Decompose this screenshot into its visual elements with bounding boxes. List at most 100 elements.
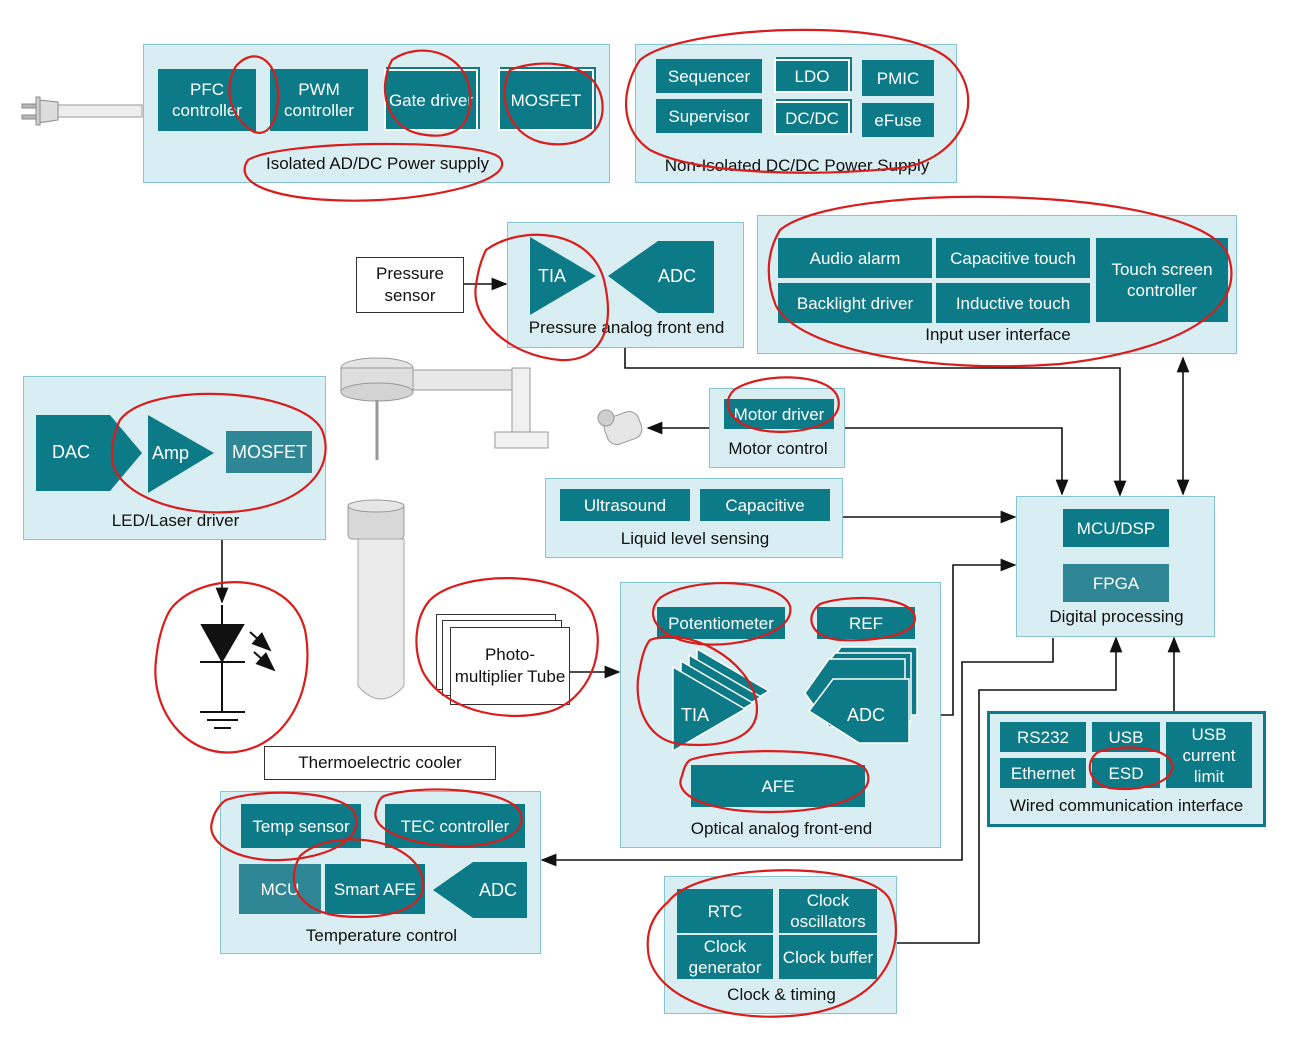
pressure-afe-caption: Pressure analog front end — [528, 318, 725, 337]
thermoelectric-cooler-box[interactable]: Thermoelectric cooler — [264, 746, 496, 780]
annotation-circle-gate — [383, 49, 472, 137]
ldo-block[interactable]: LDO — [774, 59, 850, 93]
rs232-block[interactable]: RS232 — [1000, 722, 1086, 752]
motor-digital-wire — [845, 427, 1069, 496]
fpga-block[interactable]: FPGA — [1063, 564, 1169, 602]
motor-control-panel: Motor driver Motor control — [709, 388, 845, 468]
ultrasound-block[interactable]: Ultrasound — [560, 489, 690, 521]
amp-triangle[interactable] — [148, 415, 214, 493]
motor-icon — [597, 409, 643, 445]
audio-alarm-block[interactable]: Audio alarm — [778, 238, 932, 278]
capacitive-block[interactable]: Capacitive — [700, 489, 830, 521]
annotation-circle-pmt — [415, 577, 599, 718]
clock-timing-caption: Clock & timing — [727, 985, 836, 1004]
pressure-afe-panel: TIA ADC Pressure analog front end — [507, 222, 744, 348]
pressure-to-digital-wire — [624, 348, 1127, 497]
clock-timing-panel: RTC Clock oscillators Clock generator Cl… — [664, 876, 897, 1014]
annotation-circle-ref — [810, 596, 917, 642]
annotation-circle-mosfet — [503, 62, 604, 146]
esd-block[interactable]: ESD — [1092, 758, 1160, 788]
led-driver-panel: DAC Amp MOSFET LED/Laser driver — [23, 376, 326, 540]
photomultiplier-tube-box[interactable]: Photo- multiplier Tube — [450, 627, 570, 705]
temperature-control-caption: Temperature control — [305, 926, 458, 945]
potentiometer-block[interactable]: Potentiometer — [657, 607, 785, 639]
led-amp-label: Amp — [152, 443, 190, 463]
annotation-circle-potentiometer — [652, 581, 792, 646]
wired-comm-caption: Wired communication interface — [1009, 796, 1244, 815]
pressure-afe-shapes — [530, 237, 714, 315]
input-ui-panel: Audio alarm Capacitive touch Touch scree… — [757, 215, 1237, 354]
led-mosfet-label: MOSFET — [232, 442, 307, 462]
annotation-circle-smart-afe — [292, 838, 425, 919]
clock-buffer-block[interactable]: Clock buffer — [779, 935, 877, 979]
annotation-circle-clock — [646, 869, 898, 1018]
rtc-block[interactable]: RTC — [677, 889, 773, 933]
led-dac-label: DAC — [52, 442, 91, 462]
gate-driver-block[interactable]: Gate driver — [384, 69, 478, 131]
temp-adc-shapes — [433, 862, 527, 918]
led-mosfet-rect[interactable] — [226, 431, 312, 473]
input-ui-caption: Input user interface — [925, 325, 1071, 344]
optical-tia-triangle[interactable] — [672, 665, 747, 753]
supervisor-block[interactable]: Supervisor — [656, 99, 762, 133]
capacitive-touch-block[interactable]: Capacitive touch — [936, 238, 1090, 278]
annotation-circle-motor-driver — [726, 376, 840, 433]
digital-temp-wire — [540, 638, 1054, 867]
clock-digital-wire — [897, 636, 1123, 944]
pipette-arm-icon — [340, 357, 549, 460]
motor-control-caption: Motor control — [728, 439, 828, 458]
tec-controller-block[interactable]: TEC controller — [385, 804, 525, 848]
annotation-circle-esd — [1088, 746, 1174, 791]
wired-comm-panel: RS232 USB USB current limit Ethernet ESD… — [987, 711, 1266, 827]
pmic-block[interactable]: PMIC — [862, 60, 934, 96]
led-diode-icon — [200, 605, 276, 729]
test-tube-icon — [347, 499, 405, 700]
dcdc-block[interactable]: DC/DC — [774, 101, 850, 135]
optical-digital-wire — [941, 558, 1017, 716]
adc-shape[interactable] — [608, 241, 714, 313]
annotation-circle-pfc — [228, 55, 280, 134]
liquid-level-caption: Liquid level sensing — [620, 529, 770, 548]
optical-adc-label: ADC — [847, 705, 886, 725]
optical-afe-caption: Optical analog front-end — [690, 819, 873, 838]
pwm-controller-block[interactable]: PWM controller — [270, 69, 368, 131]
annotation-circle-pressure-tia — [474, 233, 609, 362]
optical-afe-shapes — [672, 646, 918, 753]
annotation-circle-tec-controller — [374, 788, 523, 848]
temperature-control-panel: Temp sensor TEC controller MCU Smart AFE… — [220, 791, 541, 954]
temp-adc-label: ADC — [479, 880, 518, 900]
annotation-circle-led — [154, 581, 309, 754]
pressure-sensor-box[interactable]: Pressure sensor — [356, 257, 464, 313]
touch-screen-controller-block[interactable]: Touch screen controller — [1096, 238, 1228, 322]
annotation-circle-optical-tia — [636, 635, 759, 747]
pressure-tia-label: TIA — [538, 266, 567, 286]
annotation-circle-temp-sensor — [210, 791, 358, 862]
led-driver-caption: LED/Laser driver — [111, 511, 240, 530]
annotation-circle-led-amp — [110, 392, 327, 514]
annotation-circle-input-ui — [767, 195, 1233, 368]
annotation-circle-afe — [679, 750, 870, 814]
ethernet-block[interactable]: Ethernet — [1000, 758, 1086, 788]
optical-adc-shape[interactable] — [807, 678, 910, 744]
efuse-block[interactable]: eFuse — [862, 103, 934, 137]
sequencer-block[interactable]: Sequencer — [656, 59, 762, 93]
mosfet-block[interactable]: MOSFET — [498, 69, 594, 131]
ref-block[interactable]: REF — [817, 607, 915, 639]
backlight-driver-block[interactable]: Backlight driver — [778, 283, 932, 323]
clock-generator-block[interactable]: Clock generator — [677, 935, 773, 979]
pressure-adc-label: ADC — [658, 266, 697, 286]
afe-block[interactable]: AFE — [691, 765, 865, 807]
digital-processing-panel: MCU/DSP FPGA Digital processing — [1016, 496, 1215, 637]
temp-adc-shape[interactable] — [433, 862, 527, 918]
usb-current-limit-block[interactable]: USB current limit — [1166, 722, 1252, 788]
tia-triangle[interactable] — [530, 237, 596, 315]
isolated-power-caption: Isolated AD/DC Power supply — [266, 154, 489, 173]
smart-afe-block[interactable]: Smart AFE — [325, 864, 425, 914]
digital-processing-caption: Digital processing — [1049, 607, 1184, 626]
inductive-touch-block[interactable]: Inductive touch — [936, 283, 1090, 323]
annotation-circle-nonisolated — [624, 28, 970, 174]
mcu-dsp-block[interactable]: MCU/DSP — [1063, 509, 1169, 547]
clock-oscillators-block[interactable]: Clock oscillators — [779, 889, 877, 933]
